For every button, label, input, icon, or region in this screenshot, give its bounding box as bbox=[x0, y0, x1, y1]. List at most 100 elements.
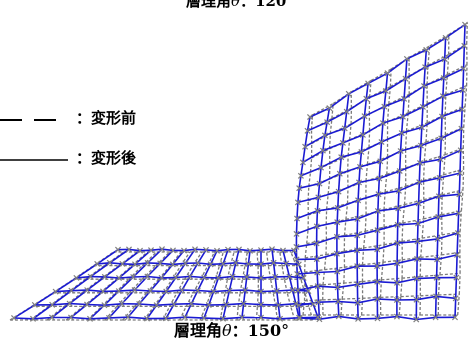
vertical-deformed-edge bbox=[316, 197, 320, 211]
vertical-deformed-edge bbox=[435, 259, 438, 278]
node-marker bbox=[398, 130, 405, 137]
vertical-undeformed-edge bbox=[382, 244, 385, 263]
vertical-undeformed-edge bbox=[312, 102, 334, 116]
vertical-deformed-edge bbox=[317, 285, 338, 289]
vertical-undeformed-edge bbox=[304, 243, 308, 258]
node-marker bbox=[397, 147, 404, 155]
vertical-undeformed-edge bbox=[304, 269, 325, 273]
node-marker bbox=[163, 288, 170, 295]
vertical-deformed-edge bbox=[367, 72, 388, 85]
vertical-undeformed-edge bbox=[347, 139, 351, 156]
horizontal-deformed-edge bbox=[216, 248, 229, 252]
horizontal-deformed-edge bbox=[51, 290, 72, 306]
vertical-deformed-edge bbox=[422, 85, 425, 107]
vertical-deformed-edge bbox=[456, 232, 459, 255]
vertical-deformed-edge bbox=[362, 116, 366, 135]
vertical-deformed-edge bbox=[438, 212, 459, 218]
horizontal-deformed-edge bbox=[13, 304, 36, 319]
vertical-deformed-edge bbox=[396, 258, 418, 265]
horizontal-deformed-edge bbox=[184, 316, 205, 319]
horizontal-undeformed-edge bbox=[65, 305, 84, 321]
node-marker bbox=[170, 301, 178, 308]
horizontal-deformed-edge bbox=[285, 263, 291, 277]
caption-bottom-value: 150 bbox=[247, 321, 282, 340]
vertical-deformed-edge bbox=[424, 58, 446, 68]
vertical-undeformed-edge bbox=[407, 94, 410, 113]
vertical-deformed-edge bbox=[358, 317, 378, 320]
node-marker bbox=[182, 260, 189, 267]
vertical-undeformed-edge bbox=[307, 186, 310, 201]
vertical-undeformed-edge bbox=[463, 106, 466, 128]
node-marker bbox=[354, 247, 361, 254]
vertical-undeformed-edge bbox=[308, 172, 312, 187]
node-marker bbox=[393, 296, 400, 304]
node-marker bbox=[461, 21, 469, 28]
node-marker bbox=[213, 247, 221, 254]
vertical-undeformed-edge bbox=[349, 130, 370, 141]
horizontal-deformed-edge bbox=[165, 303, 175, 319]
node-marker bbox=[223, 301, 230, 308]
vertical-undeformed-edge bbox=[382, 259, 403, 263]
node-marker bbox=[293, 230, 300, 237]
node-marker bbox=[393, 313, 400, 320]
node-marker bbox=[395, 205, 402, 212]
vertical-deformed-edge bbox=[416, 223, 419, 242]
vertical-deformed-edge bbox=[296, 202, 299, 219]
node-marker bbox=[101, 273, 108, 280]
horizontal-deformed-edge bbox=[172, 262, 186, 266]
vertical-deformed-edge bbox=[296, 225, 318, 235]
vertical-deformed-edge bbox=[439, 172, 461, 179]
node-marker bbox=[118, 300, 125, 307]
horizontal-undeformed-edge bbox=[219, 306, 224, 321]
vertical-deformed-edge bbox=[316, 210, 319, 227]
vertical-undeformed-edge bbox=[388, 93, 410, 105]
node-marker bbox=[437, 156, 444, 163]
node-marker bbox=[456, 170, 464, 177]
horizontal-deformed-edge bbox=[51, 302, 71, 319]
vertical-undeformed-edge bbox=[340, 299, 343, 316]
node-marker bbox=[377, 158, 384, 165]
node-marker bbox=[257, 301, 265, 308]
vertical-deformed-edge bbox=[296, 242, 317, 248]
vertical-undeformed-edge bbox=[423, 142, 427, 162]
vertical-deformed-edge bbox=[403, 78, 407, 99]
vertical-deformed-edge bbox=[438, 193, 460, 198]
vertical-deformed-edge bbox=[337, 173, 341, 192]
caption-top-separator: ： bbox=[240, 0, 256, 10]
node-marker bbox=[345, 90, 352, 97]
vertical-undeformed-edge bbox=[381, 277, 403, 281]
horizontal-deformed-edge bbox=[222, 304, 227, 319]
node-marker bbox=[144, 273, 151, 280]
horizontal-deformed-edge bbox=[184, 303, 193, 318]
horizontal-deformed-edge bbox=[55, 277, 77, 293]
node-marker bbox=[232, 259, 239, 266]
vertical-undeformed-edge bbox=[405, 141, 427, 151]
vertical-deformed-edge bbox=[339, 166, 361, 175]
node-marker bbox=[374, 246, 381, 253]
node-marker bbox=[415, 200, 422, 207]
node-marker bbox=[87, 273, 94, 280]
vertical-deformed-edge bbox=[459, 128, 463, 151]
vertical-deformed-edge bbox=[443, 59, 446, 79]
horizontal-undeformed-edge bbox=[155, 251, 171, 267]
vertical-deformed-edge bbox=[296, 273, 299, 291]
vertical-undeformed-edge bbox=[422, 161, 425, 181]
mesh-nodes bbox=[10, 21, 469, 323]
vertical-deformed-edge bbox=[345, 93, 350, 112]
vertical-deformed-edge bbox=[387, 58, 408, 74]
horizontal-deformed-edge bbox=[175, 275, 191, 279]
node-marker bbox=[315, 299, 322, 306]
vertical-undeformed-edge bbox=[444, 94, 447, 115]
vertical-undeformed-edge bbox=[427, 53, 449, 66]
node-marker bbox=[279, 247, 287, 254]
vertical-deformed-edge bbox=[421, 115, 443, 129]
horizontal-deformed-edge bbox=[217, 263, 224, 279]
vertical-deformed-edge bbox=[306, 116, 311, 131]
node-marker bbox=[313, 256, 320, 263]
node-marker bbox=[335, 313, 342, 320]
node-marker bbox=[321, 132, 328, 139]
node-marker bbox=[295, 302, 302, 309]
vertical-undeformed-edge bbox=[429, 33, 450, 47]
node-marker bbox=[374, 315, 381, 322]
node-marker bbox=[313, 240, 320, 247]
